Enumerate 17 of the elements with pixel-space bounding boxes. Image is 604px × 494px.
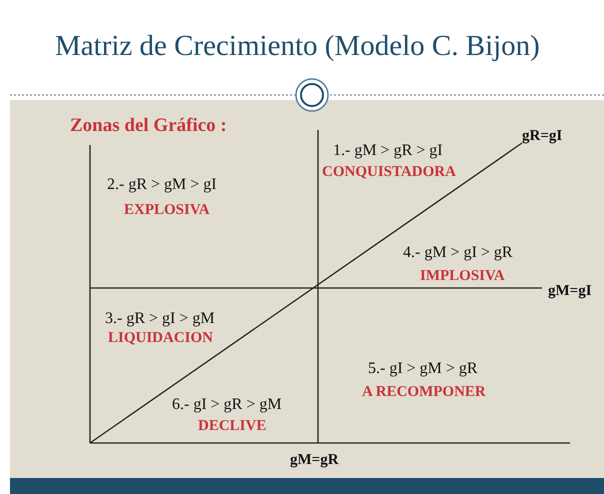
- zone-label: 6.- gI > gR > gM: [172, 396, 282, 414]
- line-label: gR=gI: [522, 128, 562, 145]
- zone-label: 2.- gR > gM > gI: [107, 176, 217, 194]
- zone-name: CONQUISTADORA: [322, 164, 456, 181]
- zone-label: 1.- gM > gR > gI: [333, 142, 443, 160]
- zone-label: 4.- gM > gI > gR: [403, 244, 513, 262]
- zone-name: IMPLOSIVA: [420, 268, 505, 285]
- line-label: gM=gI: [548, 283, 592, 300]
- zone-name: DECLIVE: [198, 418, 266, 435]
- zone-name: A RECOMPONER: [362, 384, 486, 401]
- zone-label: 5.- gI > gM > gR: [368, 360, 478, 378]
- slide-title: Matriz de Crecimiento (Modelo C. Bijon): [55, 30, 540, 63]
- zone-name: EXPLOSIVA: [124, 202, 210, 219]
- zone-label: 3.- gR > gI > gM: [105, 310, 215, 328]
- line-label: gM=gR: [290, 452, 339, 469]
- zone-name: LIQUIDACION: [108, 330, 214, 347]
- section-heading: Zonas del Gráfico :: [70, 115, 227, 137]
